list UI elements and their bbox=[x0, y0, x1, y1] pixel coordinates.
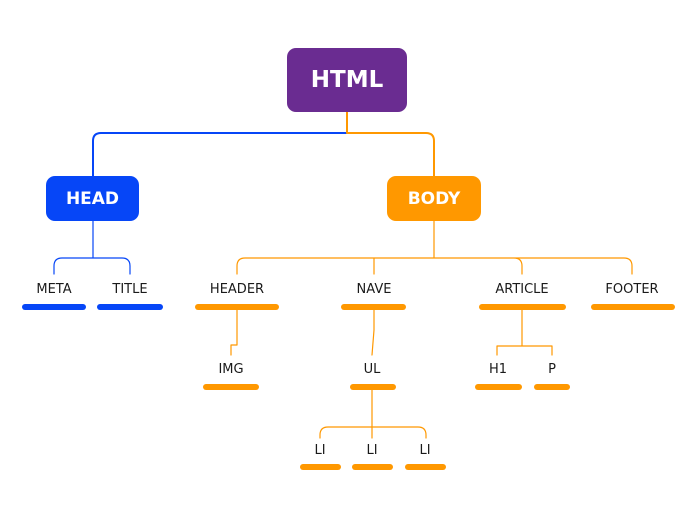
node-html[interactable]: HTML bbox=[287, 48, 407, 112]
node-footer-bar bbox=[591, 304, 675, 310]
node-title-bar bbox=[97, 304, 163, 310]
node-li-1-bar bbox=[300, 464, 341, 470]
node-li-1-label: LI bbox=[314, 443, 326, 458]
node-meta-label: META bbox=[36, 282, 72, 297]
connector-ul-li bbox=[319, 389, 427, 439]
connector-article-children bbox=[496, 309, 553, 356]
node-img-label: IMG bbox=[218, 362, 244, 377]
node-title-label: TITLE bbox=[112, 282, 148, 297]
node-p-label: P bbox=[548, 362, 556, 377]
node-body-label: BODY bbox=[407, 188, 461, 209]
node-body[interactable]: BODY bbox=[387, 176, 481, 221]
node-li-2-label: LI bbox=[366, 443, 378, 458]
node-meta-bar bbox=[22, 304, 86, 310]
node-img-bar bbox=[203, 384, 259, 390]
connector-body-children bbox=[236, 220, 633, 275]
node-header-bar bbox=[195, 304, 279, 310]
node-head[interactable]: HEAD bbox=[46, 176, 139, 221]
node-ul-label: UL bbox=[363, 362, 381, 377]
connector-nave-ul bbox=[371, 309, 375, 356]
node-li-3-label: LI bbox=[419, 443, 431, 458]
connector-html-body bbox=[346, 111, 435, 177]
node-header-label: HEADER bbox=[209, 282, 265, 297]
node-nave-label: NAVE bbox=[356, 282, 392, 297]
node-article-label: ARTICLE bbox=[495, 282, 549, 297]
connector-head-children bbox=[53, 220, 131, 275]
node-head-label: HEAD bbox=[65, 188, 120, 209]
connector-header-img bbox=[230, 309, 238, 356]
node-h1-label: H1 bbox=[488, 362, 508, 377]
node-p-bar bbox=[534, 384, 570, 390]
node-nave-bar bbox=[341, 304, 406, 310]
node-h1-bar bbox=[475, 384, 522, 390]
node-li-3-bar bbox=[405, 464, 446, 470]
node-html-label: HTML bbox=[310, 67, 384, 93]
node-li-2-bar bbox=[352, 464, 393, 470]
node-footer-label: FOOTER bbox=[605, 282, 659, 297]
node-ul-bar bbox=[350, 384, 396, 390]
node-article-bar bbox=[479, 304, 566, 310]
connector-html-head bbox=[92, 111, 348, 177]
